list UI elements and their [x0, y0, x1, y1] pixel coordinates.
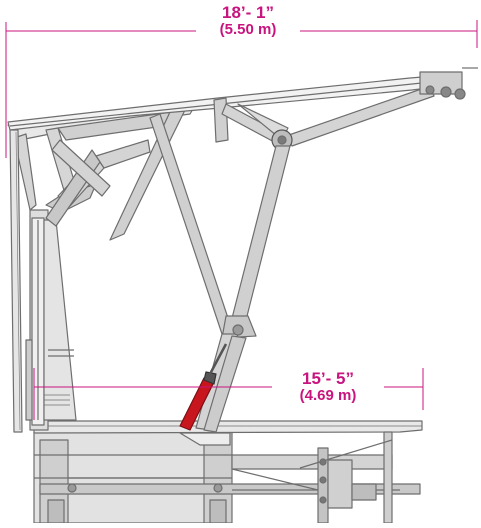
- deck: [33, 420, 423, 446]
- rear-door: [9, 129, 23, 433]
- overall-length-dimension: [5, 20, 478, 158]
- reach-dimension: [33, 368, 424, 420]
- main-arm: [195, 145, 291, 433]
- reach-imperial: 15’- 5”: [302, 369, 354, 388]
- outrigger-section: [231, 431, 393, 524]
- overall-length-metric: (5.50 m): [219, 20, 277, 38]
- top-boom: [7, 67, 478, 151]
- base-chassis: [33, 431, 421, 524]
- hydraulic-cylinder: [179, 343, 228, 431]
- upper-left-bracing: [7, 103, 233, 335]
- overall-length-label: 18’- 1” (5.50 m): [196, 4, 300, 38]
- reach-metric: (4.69 m): [299, 386, 357, 404]
- overall-length-imperial: 18’- 1”: [222, 3, 274, 22]
- reach-label: 15’- 5” (4.69 m): [272, 370, 384, 404]
